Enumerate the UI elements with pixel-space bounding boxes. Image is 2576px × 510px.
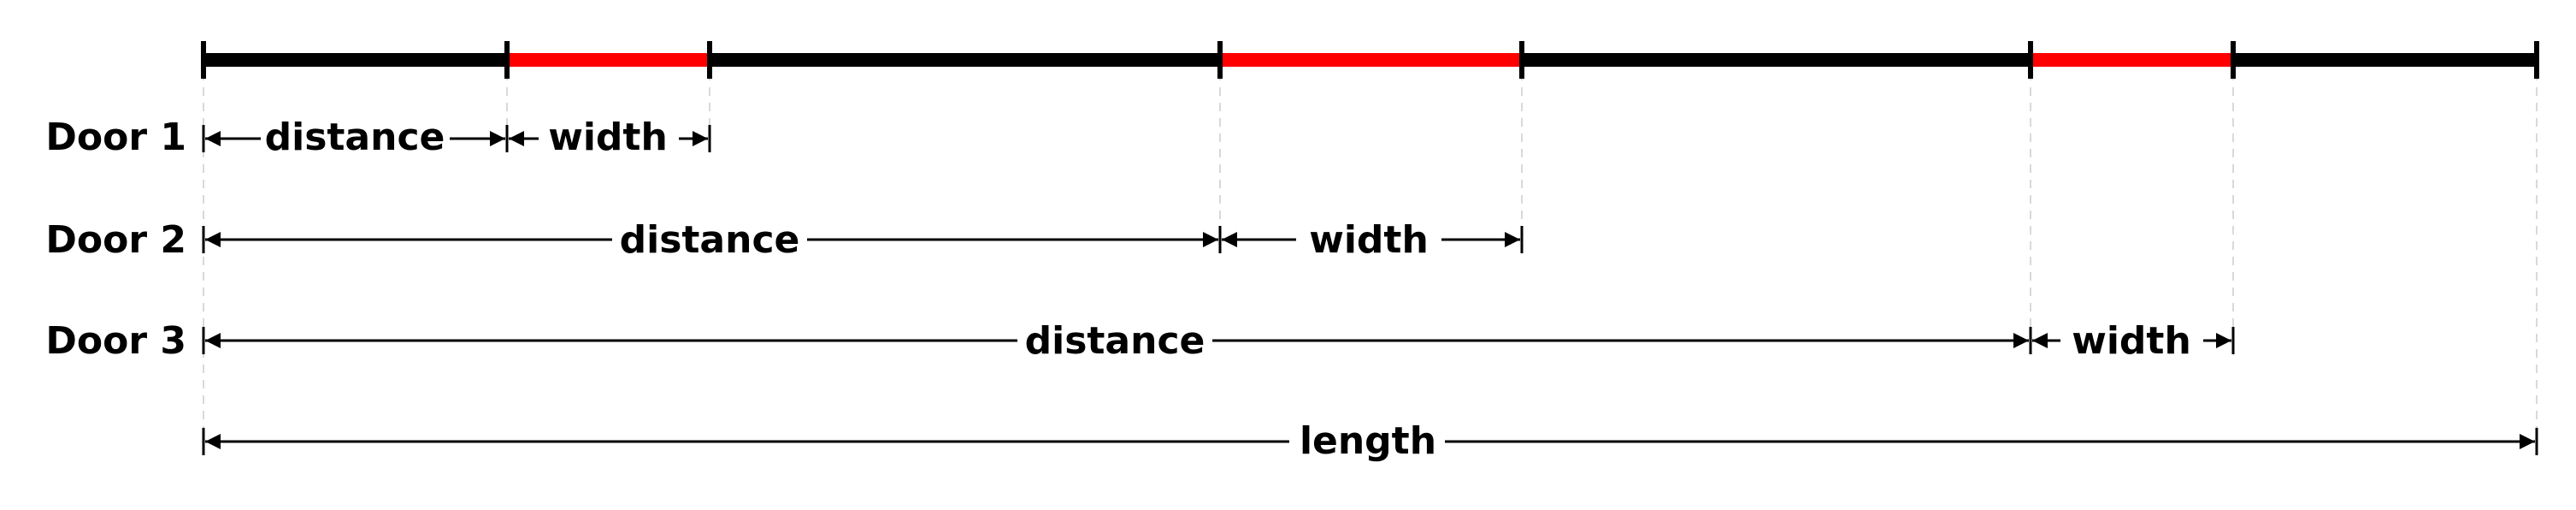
wall-bar: [201, 41, 2539, 79]
door-3-distance-label: distance: [1025, 319, 1205, 363]
door-2-label: Door 2: [45, 218, 186, 262]
door-3-row: Door 3 distance width: [45, 319, 2235, 363]
door-1-label: Door 1: [45, 116, 186, 159]
length-label: length: [1300, 419, 1436, 463]
door-2-width-label: width: [1309, 218, 1429, 262]
door-2-distance-label: distance: [620, 218, 800, 262]
door-1-distance-label: distance: [265, 116, 445, 159]
door-3-width-label: width: [2072, 319, 2191, 363]
door-2-row: Door 2 distance width: [45, 218, 1524, 262]
door-3-label: Door 3: [45, 319, 186, 363]
door-1-width-label: width: [548, 116, 668, 159]
door-1-row: Door 1 distance width: [45, 116, 711, 159]
length-row: length: [202, 419, 2538, 463]
